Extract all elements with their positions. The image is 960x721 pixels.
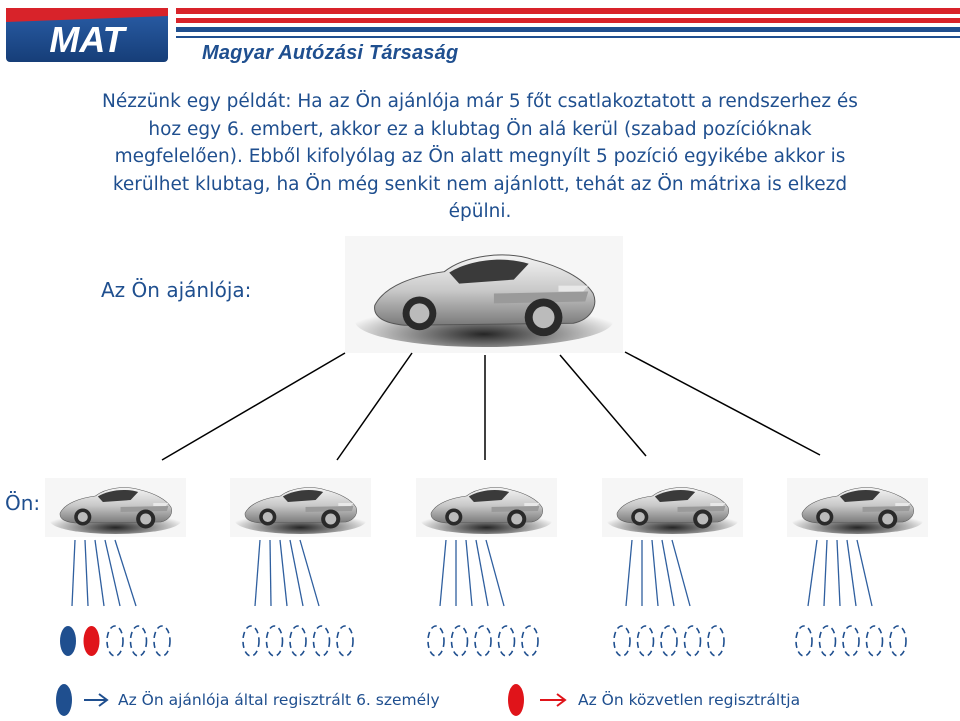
fan-lines [71, 539, 873, 607]
fan-line [94, 539, 105, 607]
header: MAT Magyar Autózási Társaság [0, 0, 960, 75]
fan-line [661, 539, 675, 607]
position-slot [889, 625, 907, 657]
position-slot [474, 625, 492, 657]
position-slot [497, 625, 516, 657]
fan-line [104, 539, 121, 607]
connector-line [161, 352, 346, 461]
sponsor-label: Az Ön ajánlója: [101, 278, 252, 302]
fan-line [625, 539, 633, 607]
position-slot [660, 625, 678, 657]
you-label: Ön: [5, 491, 41, 515]
position-slot [312, 625, 331, 657]
position-slot [842, 625, 860, 657]
sponsor-car-image [345, 236, 623, 353]
fan-line [71, 539, 76, 607]
position-slots [60, 625, 907, 657]
fan-line [651, 539, 659, 607]
logo-text: MAT [49, 19, 127, 60]
position-slot [242, 625, 260, 657]
level2-car-image-3 [416, 478, 557, 537]
level2-car-image-1 [45, 478, 186, 537]
fan-line [299, 539, 320, 607]
position-slot [336, 625, 354, 657]
description-paragraph: Nézzünk egy példát: Ha az Ön ajánlója má… [36, 88, 924, 226]
fan-line [269, 539, 272, 607]
level2-car-image-5 [787, 478, 928, 537]
connector-line [624, 351, 821, 456]
fan-line [279, 539, 288, 607]
level2-car-image-2 [230, 478, 371, 537]
paragraph-line: hoz egy 6. embert, akkor ez a klubtag Ön… [148, 118, 812, 140]
paragraph-line: Nézzünk egy példát: Ha az Ön ajánlója má… [102, 91, 858, 112]
fan-line [485, 539, 505, 607]
level2-car-image-4 [602, 478, 743, 537]
header-stripes [176, 8, 960, 38]
paragraph-line: kerülhet klubtag, ha Ön még senkit nem a… [112, 173, 848, 195]
position-slot [795, 625, 813, 657]
position-slot [683, 625, 702, 657]
position-slot [265, 625, 284, 657]
position-slot [153, 625, 171, 657]
fan-line [289, 539, 304, 607]
position-slot [106, 625, 124, 657]
connector-line [336, 352, 413, 461]
fan-line [846, 539, 857, 607]
position-slot [60, 626, 76, 656]
legend-blue-marker [56, 684, 72, 716]
legend-red-text: Az Ön közvetlen regisztráltja [578, 691, 801, 709]
position-slot [707, 625, 725, 657]
position-slot [865, 625, 884, 657]
fan-line [671, 539, 691, 607]
org-name: Magyar Autózási Társaság [202, 42, 459, 64]
position-slot [129, 625, 148, 657]
fan-line [836, 539, 841, 607]
fan-line [84, 539, 89, 607]
fan-line [475, 539, 489, 607]
fan-line [439, 539, 447, 607]
position-slot [450, 625, 469, 657]
position-slot [83, 626, 100, 656]
fan-line [465, 539, 473, 607]
position-slot [521, 625, 539, 657]
mat-logo: MAT [6, 8, 168, 62]
position-slot [427, 625, 445, 657]
paragraph-line: épülni. [448, 201, 512, 222]
fan-line [807, 539, 818, 607]
fan-line [254, 539, 261, 607]
position-slot [613, 625, 631, 657]
fan-line [823, 539, 828, 607]
fan-line [856, 539, 873, 607]
legend-blue-text: Az Ön ajánlója által regisztrált 6. szem… [118, 691, 440, 709]
position-slot [289, 625, 307, 657]
legend-red-marker [508, 684, 524, 716]
position-slot [818, 625, 837, 657]
position-slot [636, 625, 655, 657]
paragraph-line: megfelelően). Ebből kifolyólag az Ön ala… [114, 146, 846, 167]
fan-line [114, 539, 137, 607]
connector-line [559, 354, 647, 457]
